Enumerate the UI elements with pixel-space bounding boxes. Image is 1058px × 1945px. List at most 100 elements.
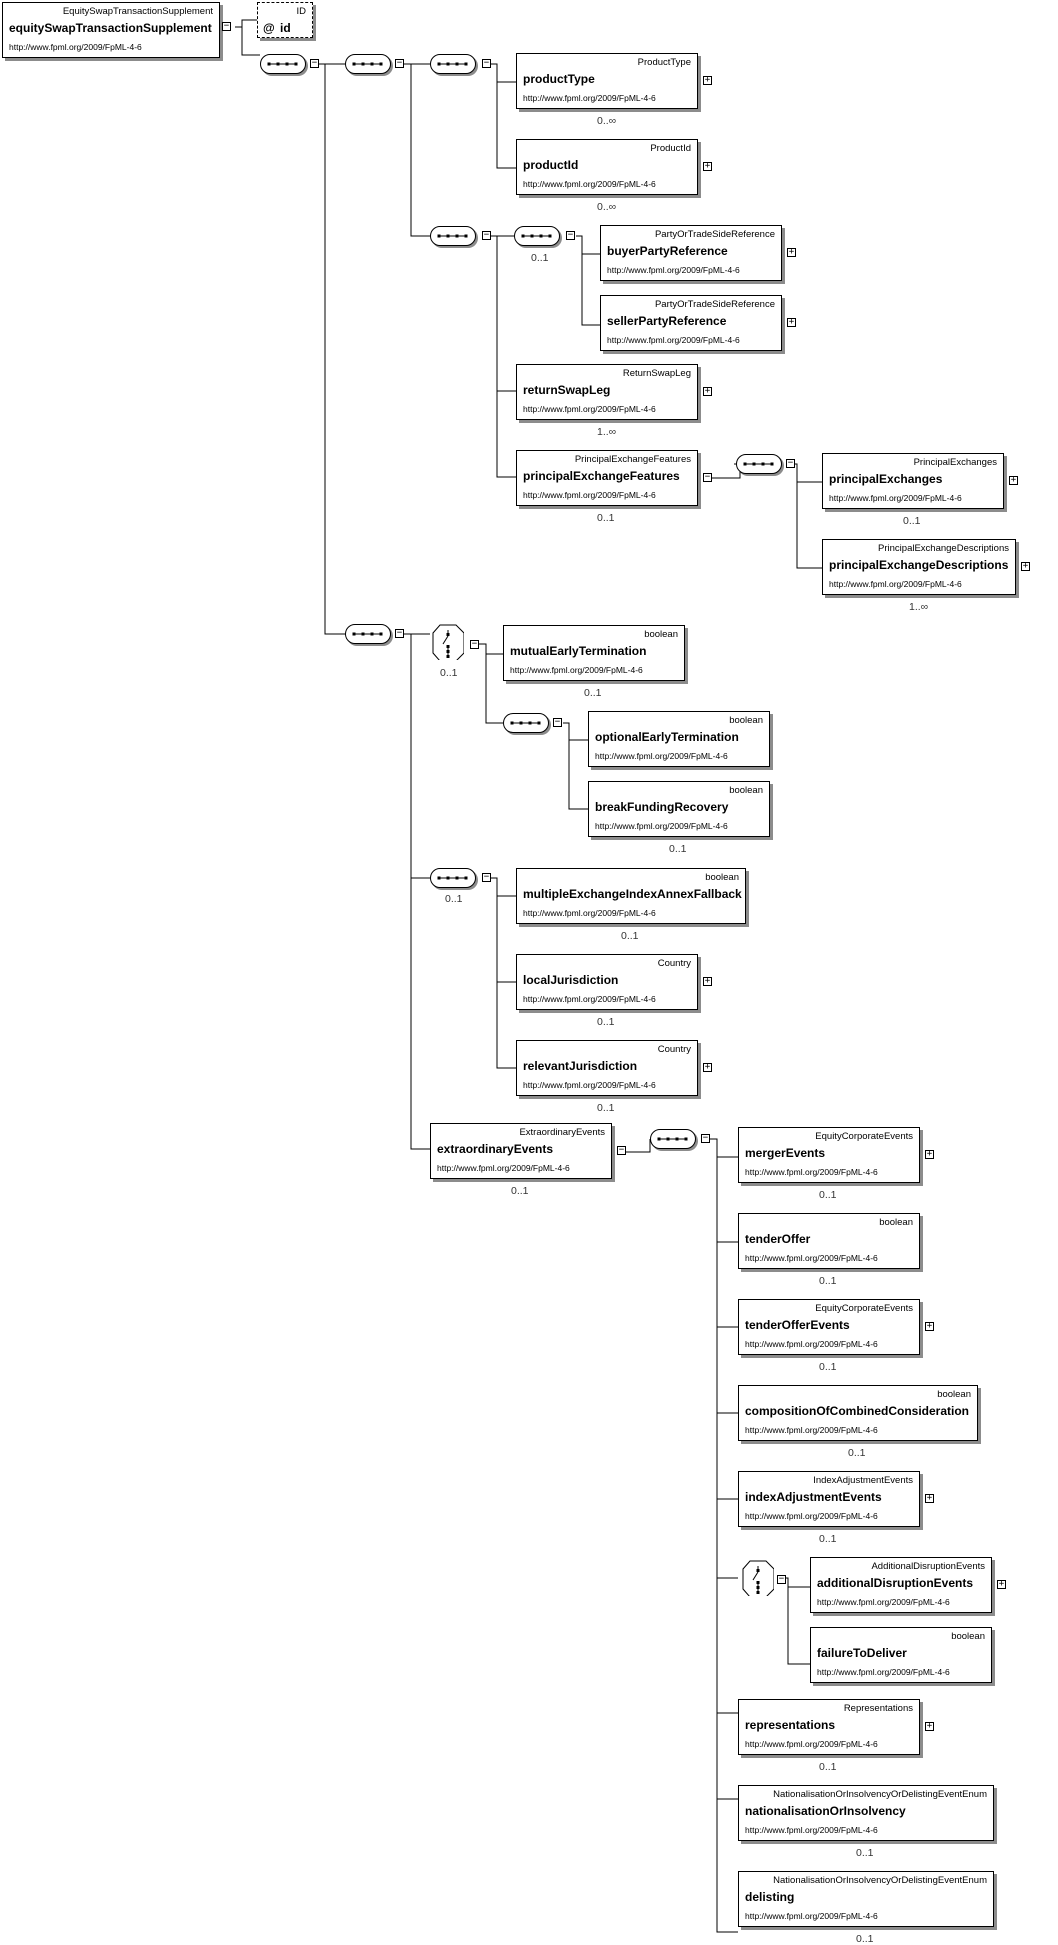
cardinality: 0..1 (440, 667, 458, 679)
expand-icon[interactable]: + (787, 317, 796, 327)
sequence-icon[interactable] (345, 54, 391, 74)
expand-icon[interactable]: + (703, 976, 712, 986)
expand-icon[interactable]: + (787, 247, 796, 257)
cardinality: 0..1 (597, 1016, 615, 1028)
attribute-id[interactable]: ID @ id (257, 2, 313, 38)
element-namespace: http://www.fpml.org/2009/FpML-4-6 (745, 1339, 878, 1349)
collapse-icon[interactable]: − (470, 639, 479, 649)
collapse-icon[interactable]: − (395, 58, 404, 68)
sequence-icon[interactable] (650, 1129, 696, 1149)
sequence-icon[interactable] (503, 713, 549, 733)
sequence-icon[interactable] (430, 226, 476, 246)
collapse-icon[interactable]: − (482, 230, 491, 240)
element-delisting[interactable]: NationalisationOrInsolvencyOrDelistingEv… (738, 1871, 994, 1927)
cardinality: 0..1 (445, 893, 463, 905)
collapse-icon[interactable]: − (553, 717, 562, 727)
element-type: PrincipalExchangeDescriptions (878, 543, 1009, 554)
attribute-type: ID (296, 6, 307, 17)
expand-icon[interactable]: + (703, 75, 712, 85)
cardinality: 0..1 (848, 1447, 866, 1459)
collapse-icon[interactable]: − (703, 472, 712, 482)
element-namespace: http://www.fpml.org/2009/FpML-4-6 (9, 42, 142, 52)
collapse-icon[interactable]: − (566, 230, 575, 240)
expand-icon[interactable]: + (925, 1721, 934, 1731)
sequence-icon[interactable] (430, 868, 476, 888)
element-namespace: http://www.fpml.org/2009/FpML-4-6 (745, 1825, 878, 1835)
expand-icon[interactable]: + (703, 1062, 712, 1072)
element-name: returnSwapLeg (523, 383, 611, 397)
element-type: boolean (937, 1389, 971, 1400)
element-type: EquityCorporateEvents (815, 1131, 913, 1142)
attribute-name: id (280, 21, 291, 35)
expand-icon[interactable]: + (925, 1149, 934, 1159)
expand-icon[interactable]: + (997, 1579, 1006, 1589)
collapse-icon[interactable]: − (310, 58, 319, 68)
expand-icon[interactable]: + (925, 1321, 934, 1331)
sequence-icon[interactable] (345, 624, 391, 644)
element-type: ProductId (650, 143, 691, 154)
collapse-icon[interactable]: − (482, 872, 491, 882)
sequence-icon[interactable] (430, 54, 476, 74)
collapse-icon[interactable]: − (786, 458, 795, 468)
collapse-icon[interactable]: − (222, 21, 231, 31)
element-namespace: http://www.fpml.org/2009/FpML-4-6 (595, 751, 728, 761)
collapse-icon[interactable]: − (395, 628, 404, 638)
cardinality: 0..1 (819, 1189, 837, 1201)
element-namespace: http://www.fpml.org/2009/FpML-4-6 (745, 1911, 878, 1921)
expand-icon[interactable]: + (925, 1493, 934, 1503)
expand-icon[interactable]: + (1009, 475, 1018, 485)
element-name: principalExchangeDescriptions (829, 558, 1009, 572)
element-namespace: http://www.fpml.org/2009/FpML-4-6 (595, 821, 728, 831)
sequence-icon[interactable] (260, 54, 306, 74)
sequence-icon[interactable] (514, 226, 560, 246)
element-name: additionalDisruptionEvents (817, 1576, 974, 1590)
element-nationalisationOrInsolvency[interactable]: NationalisationOrInsolvencyOrDelistingEv… (738, 1785, 994, 1841)
choice-icon[interactable] (742, 1560, 774, 1596)
element-name: delisting (745, 1890, 795, 1904)
element-name: sellerPartyReference (607, 314, 727, 328)
element-name: mutualEarlyTermination (510, 644, 647, 658)
cardinality: 1..∞ (909, 601, 929, 613)
cardinality: 0..1 (669, 843, 687, 855)
expand-icon[interactable]: + (703, 161, 712, 171)
collapse-icon[interactable]: − (777, 1574, 786, 1584)
choice-icon[interactable] (432, 624, 464, 660)
element-type: PartyOrTradeSideReference (654, 229, 775, 240)
expand-icon[interactable]: + (1021, 561, 1030, 571)
element-type: Representations (843, 1703, 913, 1714)
collapse-icon[interactable]: − (617, 1145, 626, 1155)
element-name: tenderOfferEvents (745, 1318, 850, 1332)
element-principalExchangeDescriptions[interactable]: PrincipalExchangeDescriptions principalEx… (822, 539, 1016, 595)
element-type: ProductType (637, 57, 691, 68)
collapse-icon[interactable]: − (482, 58, 491, 68)
element-equitySwapTransactionSupplement[interactable]: EquitySwapTransactionSupplement equitySw… (2, 2, 220, 58)
element-namespace: http://www.fpml.org/2009/FpML-4-6 (523, 908, 656, 918)
element-name: breakFundingRecovery (595, 800, 729, 814)
expand-icon[interactable]: + (703, 386, 712, 396)
sequence-icon[interactable] (736, 454, 782, 474)
cardinality: 0..1 (856, 1933, 874, 1945)
collapse-icon[interactable]: − (701, 1133, 710, 1143)
